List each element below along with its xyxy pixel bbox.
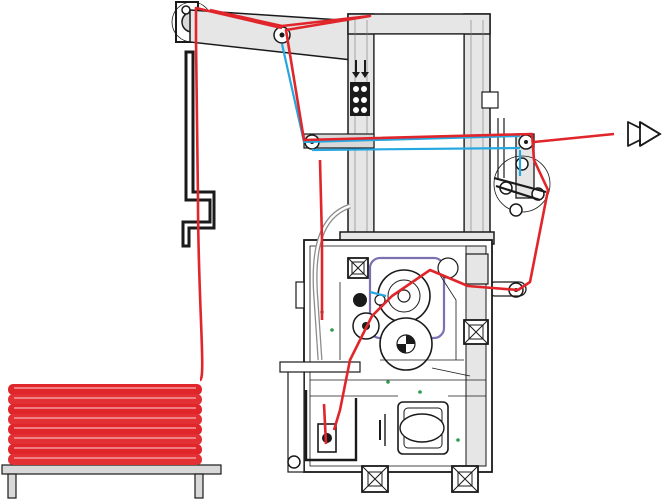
control-box: [465, 253, 489, 285]
web-fold: [8, 384, 202, 395]
lift-block: [347, 257, 369, 279]
lift-block: [451, 465, 479, 493]
side-bracket: [295, 281, 305, 309]
web-fold: [8, 394, 202, 405]
motor-body: [399, 413, 445, 443]
pallet-leg-left: [7, 473, 17, 499]
hopper: [304, 390, 358, 462]
web-path-red: [194, 6, 615, 445]
tower-inner-window: [373, 33, 465, 235]
web-path-blue: [280, 43, 522, 298]
post-profile: [181, 50, 216, 248]
web-fold: [8, 404, 202, 415]
feed-roller-stack: [350, 82, 370, 116]
web-fold: [8, 414, 202, 425]
pallet-leg-right: [194, 473, 204, 499]
arm-pivot-center: [279, 32, 285, 38]
floor-wheel: [287, 455, 301, 469]
dancer-roller: [509, 203, 523, 217]
down-arrow-icon: [352, 60, 360, 78]
machine-housing: [279, 203, 493, 493]
web-fold: [8, 424, 202, 435]
down-arrow-icon: [361, 60, 369, 78]
tower-frame: [339, 13, 499, 245]
web-fold: [8, 454, 202, 465]
web-fold: [8, 444, 202, 455]
tower-bracket-right: [481, 91, 499, 109]
dancer-link: [493, 176, 547, 202]
post-pivot: [181, 5, 191, 15]
web-path-red-vertical: [318, 159, 324, 320]
lift-block: [463, 319, 489, 345]
tower-right-column: [463, 13, 491, 243]
pallet-base: [1, 464, 222, 475]
housing-left-arm: [279, 361, 361, 373]
dancer-assembly: [487, 118, 551, 298]
tower-left-column: [347, 13, 375, 243]
dancer-roller: [515, 157, 529, 171]
nip-roller-small: [353, 293, 367, 307]
folded-web-stack: [8, 384, 202, 465]
pallet-stack: [1, 384, 222, 499]
lift-block: [361, 465, 389, 493]
web-fold: [8, 434, 202, 445]
outline-arrow-right-icon: [627, 121, 662, 147]
